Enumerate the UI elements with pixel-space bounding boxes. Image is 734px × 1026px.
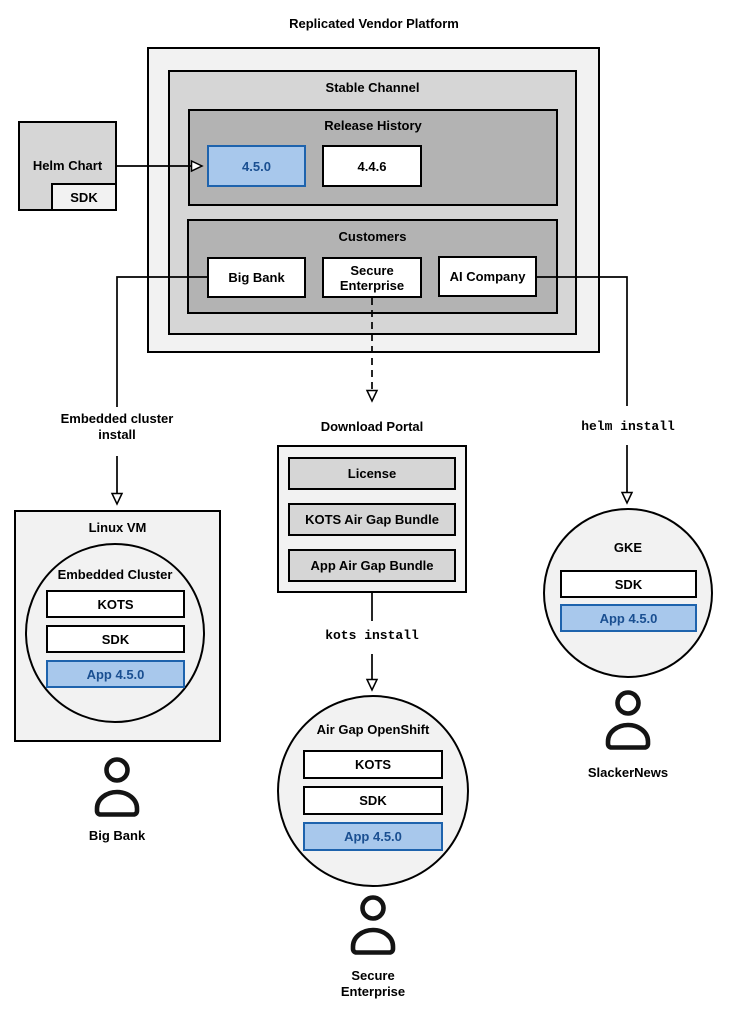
customers-title: Customers xyxy=(338,229,407,244)
helm-install-label: helm install xyxy=(581,419,675,434)
customer-secure-enterprise: Secure Enterprise xyxy=(322,257,422,298)
diagram-title: Replicated Vendor Platform xyxy=(289,16,459,31)
secure-enterprise-user-icon xyxy=(345,894,401,959)
secure-enterprise-persona-label: Secure Enterprise xyxy=(340,968,406,999)
linux-vm-kots-box: KOTS xyxy=(46,590,185,618)
gke-app-box: App 4.5.0 xyxy=(560,604,697,632)
helm-chart-label: Helm Chart xyxy=(32,158,103,173)
license-box: License xyxy=(288,457,456,490)
big-bank-persona-label: Big Bank xyxy=(88,828,146,843)
stable-channel-title: Stable Channel xyxy=(325,80,420,95)
release-history-title: Release History xyxy=(324,118,422,133)
big-bank-user-icon xyxy=(89,756,145,821)
user-icon xyxy=(605,690,651,750)
helm-chart-sdk-box: SDK xyxy=(51,183,117,211)
user-icon xyxy=(94,757,140,817)
release-4-5-0: 4.5.0 xyxy=(207,145,306,187)
embedded-cluster-title: Embedded Cluster xyxy=(57,567,173,582)
slackernews-user-icon xyxy=(600,689,656,754)
customer-ai-company: AI Company xyxy=(438,256,537,297)
slackernews-persona-label: SlackerNews xyxy=(587,765,669,780)
linux-vm-title: Linux VM xyxy=(88,520,147,535)
kots-airgap-bundle-box: KOTS Air Gap Bundle xyxy=(288,503,456,536)
customer-big-bank: Big Bank xyxy=(207,257,306,298)
user-icon xyxy=(350,895,396,955)
linux-vm-sdk-box: SDK xyxy=(46,625,185,653)
gke-title: GKE xyxy=(613,540,643,555)
embedded-cluster-install-label: Embedded cluster install xyxy=(60,411,174,442)
download-portal-title: Download Portal xyxy=(320,419,424,434)
openshift-app-box: App 4.5.0 xyxy=(303,822,443,851)
kots-install-label: kots install xyxy=(325,628,419,643)
airgap-openshift-title: Air Gap OpenShift xyxy=(316,722,430,737)
linux-vm-app-box: App 4.5.0 xyxy=(46,660,185,688)
app-airgap-bundle-box: App Air Gap Bundle xyxy=(288,549,456,582)
openshift-kots-box: KOTS xyxy=(303,750,443,779)
gke-sdk-box: SDK xyxy=(560,570,697,598)
openshift-sdk-box: SDK xyxy=(303,786,443,815)
release-4-4-6: 4.4.6 xyxy=(322,145,422,187)
